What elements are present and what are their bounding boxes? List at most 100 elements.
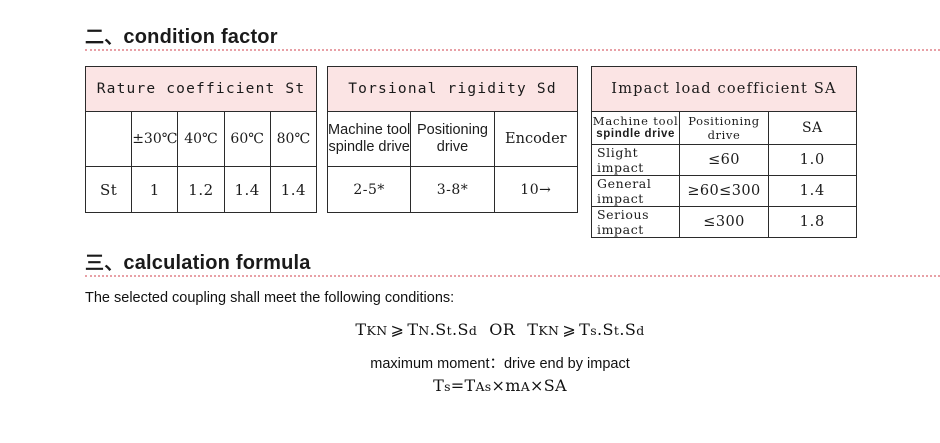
table-caption-impact: Impact load coefficient SA (591, 66, 857, 112)
table-header-row: Machine tool spindle drive Positioning d… (326, 111, 579, 167)
table-row: 2-5* 3-8* 10→ (326, 166, 579, 213)
cell-sd-machine-tool: 2-5* (326, 166, 412, 213)
rhs-tas: TAs (465, 376, 492, 395)
row-label-st: St (84, 166, 133, 213)
header-temp-1: ±30℃ (131, 111, 179, 167)
t-base: T (407, 320, 419, 339)
cell-sd-positioning: 3-8* (410, 166, 495, 213)
m-base: m (505, 376, 521, 395)
formula-note-line: maximum moment：drive end by impact (370, 356, 630, 372)
t-base: T (579, 320, 591, 339)
operator-times-1: × (491, 376, 506, 395)
operator-equals: = (450, 376, 465, 395)
section-marker-3: 三、 (85, 252, 124, 274)
cell-range-slight: ≤60 (679, 144, 769, 176)
cell-sa-general: 1.4 (767, 175, 858, 207)
t-base: T (355, 320, 367, 339)
m-sub: A (520, 379, 531, 394)
header-line-2: spindle drive (328, 139, 410, 155)
range-low: ≤300 (703, 214, 745, 230)
table-caption-row: Rature coefficient St (85, 66, 317, 112)
header-temp-3: 60℃ (223, 111, 271, 167)
table-header-row: Machine tool spindle drive Positioning d… (590, 111, 858, 145)
header-positioning-drive: Positioning drive (410, 111, 495, 167)
operator-gte-1: ⩾ (390, 320, 405, 339)
section-marker-2: 二、 (85, 26, 124, 48)
table-temperature-coefficient: Rature coefficient St ±30℃ 40℃ 60℃ 80℃ S… (84, 66, 318, 213)
t-sub: s (590, 323, 598, 338)
row-label-general-impact: General impact (590, 175, 681, 207)
formula-term-tn-st-sd: TN.St.Sd (407, 320, 477, 339)
table-caption-temperature: Rature coefficient St (85, 66, 317, 112)
formula-term-tkn-left: TKN (355, 320, 387, 339)
term-sa: SA (543, 376, 567, 395)
section-title-2: condition factor (123, 26, 278, 48)
cell-sa-slight: 1.0 (767, 144, 858, 176)
header-machine-tool-spindle-drive: Machine tool spindle drive (326, 111, 412, 167)
formula-term-ts-st-sd: Ts.St.Sd (579, 320, 644, 339)
operator-times-2: × (530, 376, 544, 395)
rest-1: .S (429, 320, 447, 339)
range-low: ≥60 (687, 183, 720, 199)
cell-st-4: 1.4 (269, 166, 318, 213)
t-sub: N (418, 323, 430, 338)
header-line-1: Positioning (417, 122, 488, 138)
header-line-1: Machine tool (328, 122, 411, 138)
formula-conjunction-or: OR (489, 320, 516, 339)
table-caption-torsional: Torsional rigidity Sd (327, 66, 578, 112)
cell-st-1: 1 (131, 166, 179, 213)
sub-2: t (446, 323, 453, 338)
header-temp-4: 80℃ (269, 111, 318, 167)
t-base: T (464, 376, 476, 395)
header-line-2: drive (436, 139, 469, 155)
sub-3: d (636, 323, 645, 338)
header-line-1: Machine tool (592, 114, 679, 128)
lhs-ts: Ts (433, 376, 451, 395)
cell-sa-serious: 1.8 (767, 206, 858, 238)
formula-final-line: Ts=TAs×mA×SA (0, 376, 940, 395)
operator-gte-2: ⩾ (562, 320, 577, 339)
header-positioning-drive: Positioning drive (679, 111, 769, 145)
table-header-row: ±30℃ 40℃ 60℃ 80℃ (84, 111, 318, 167)
range-high: ≤300 (719, 183, 761, 199)
t-sub: KN (538, 323, 560, 338)
formula-intro-text: The selected coupling shall meet the fol… (85, 290, 455, 306)
header-corner-cell (84, 111, 133, 167)
table-row: General impact ≥60≤300 1.4 (590, 175, 858, 207)
rest-1: .S (597, 320, 614, 339)
rest-2: .S (452, 320, 469, 339)
divider-rule-2 (85, 275, 940, 277)
t-sub: KN (366, 323, 388, 338)
row-label-serious-impact: Serious impact (590, 206, 681, 238)
sub-2: t (613, 323, 620, 338)
header-line-2: spindle drive (596, 128, 676, 140)
cell-range-serious: ≤300 (679, 206, 769, 238)
cell-st-3: 1.4 (223, 166, 271, 213)
table-row: Slight impact ≤60 1.0 (590, 144, 858, 176)
formula-term-tkn-right: TKN (527, 320, 559, 339)
divider-rule-1 (85, 49, 940, 51)
term-ma: mA (505, 376, 530, 395)
rest-2: .S (619, 320, 637, 339)
section-title-3: calculation formula (123, 252, 311, 274)
header-sa: SA (767, 111, 858, 145)
table-caption-row: Torsional rigidity Sd (327, 66, 578, 112)
header-temp-2: 40℃ (177, 111, 225, 167)
cell-st-2: 1.2 (177, 166, 225, 213)
row-label-slight-impact: Slight impact (590, 144, 681, 176)
header-encoder: Encoder (493, 111, 579, 167)
t-sub: As (475, 379, 492, 394)
header-machine-tool-spindle-drive: Machine tool spindle drive (590, 111, 681, 145)
t-base: T (527, 320, 539, 339)
sub-3: d (468, 323, 478, 338)
table-torsional-rigidity: Torsional rigidity Sd Machine tool spind… (326, 66, 579, 213)
cell-sd-encoder: 10→ (493, 166, 579, 213)
section-heading-condition-factor: 二、condition factor (85, 22, 278, 49)
table-row: Serious impact ≤300 1.8 (590, 206, 858, 238)
cell-range-general: ≥60≤300 (679, 175, 769, 207)
t-base: T (433, 376, 445, 395)
table-caption-row: Impact load coefficient SA (591, 66, 857, 112)
section-heading-calculation-formula: 三、calculation formula (85, 248, 311, 275)
table-impact-load-coefficient: Impact load coefficient SA Machine tool … (590, 66, 858, 238)
